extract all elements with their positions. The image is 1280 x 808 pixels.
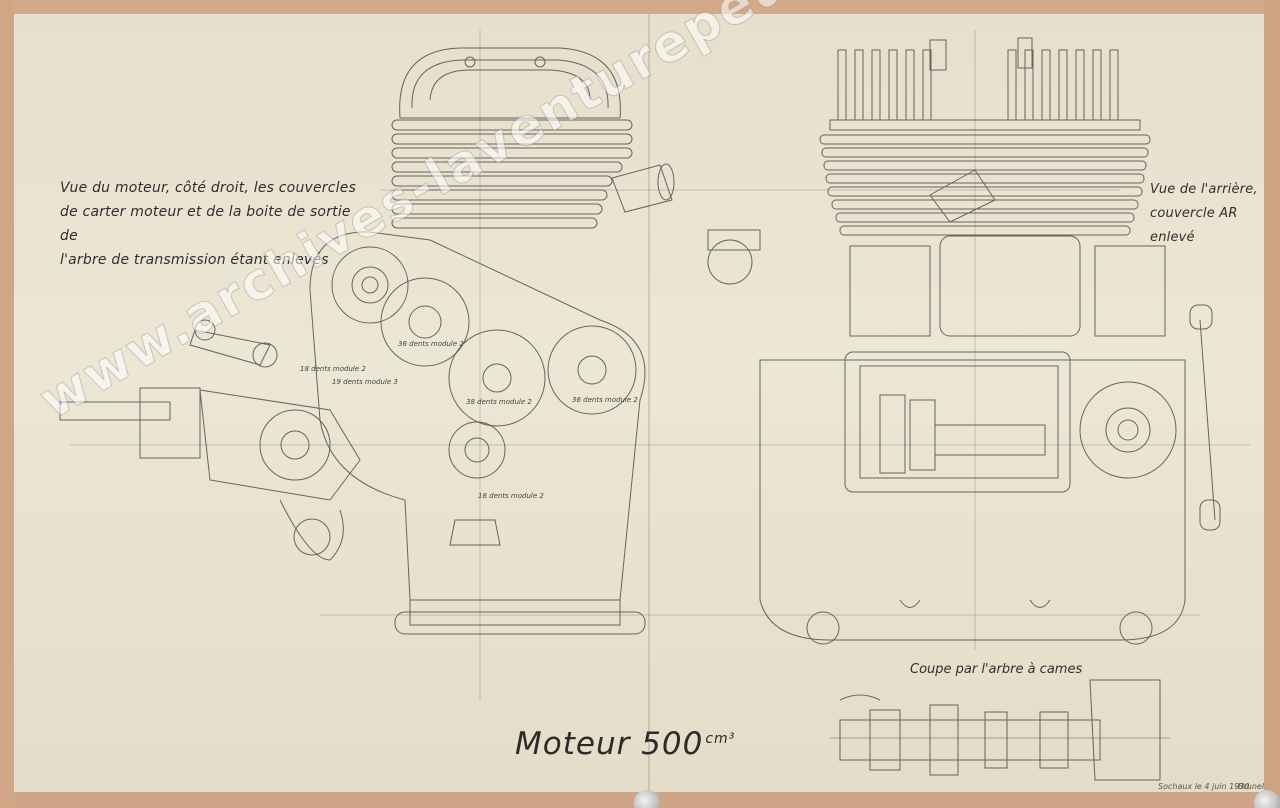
date-note: Sochaux le 4 juin 1930	[1158, 782, 1250, 791]
signature: Brunel	[1238, 782, 1265, 791]
gear-label-6: 18 dents module 2	[478, 492, 544, 500]
right-cylinder-fins	[819, 134, 1151, 236]
paper-border-left	[0, 0, 14, 808]
left-view-caption-line-2: de carter moteur et de la boite de sorti…	[60, 204, 351, 244]
left-transmission	[59, 319, 361, 561]
left-cylinder-fins	[391, 119, 675, 229]
left-view-caption: Vue du moteur, côté droit, les couvercle…	[60, 176, 360, 272]
right-view-caption-line-1: Vue de l'arrière,	[1150, 182, 1258, 197]
fold-crease	[648, 14, 650, 792]
right-cylinder-head	[829, 37, 1141, 131]
gear-label-3: 36 dents module 2	[398, 340, 464, 348]
section-caption: Coupe par l'arbre à cames	[910, 662, 1083, 677]
pin-icon	[634, 790, 660, 808]
drawing-title-text: Moteur 500	[515, 726, 704, 762]
paper-border-top	[0, 0, 1280, 14]
gear-label-2: 19 dents module 3	[332, 378, 398, 386]
left-view-caption-line-3: l'arbre de transmission étant enlevés	[60, 252, 329, 268]
right-crankcase	[707, 229, 1221, 645]
left-view-caption-line-1: Vue du moteur, côté droit, les couvercle…	[60, 180, 357, 196]
drawing-title-unit: cm³	[705, 730, 736, 747]
gear-label-1: 18 dents module 2	[300, 365, 366, 373]
camshaft-section	[830, 679, 1170, 781]
right-view-caption: Vue de l'arrière, couvercle AR enlevé	[1150, 178, 1260, 250]
pin-icon	[1254, 790, 1280, 808]
left-crankcase	[309, 231, 646, 635]
left-cylinder-head	[399, 47, 621, 119]
gear-label-4: 38 dents module 2	[466, 398, 532, 406]
gear-label-5: 36 dents module 2	[572, 396, 638, 404]
right-view-caption-line-2: couvercle AR enlevé	[1150, 206, 1238, 245]
paper-border-right	[1264, 0, 1280, 808]
